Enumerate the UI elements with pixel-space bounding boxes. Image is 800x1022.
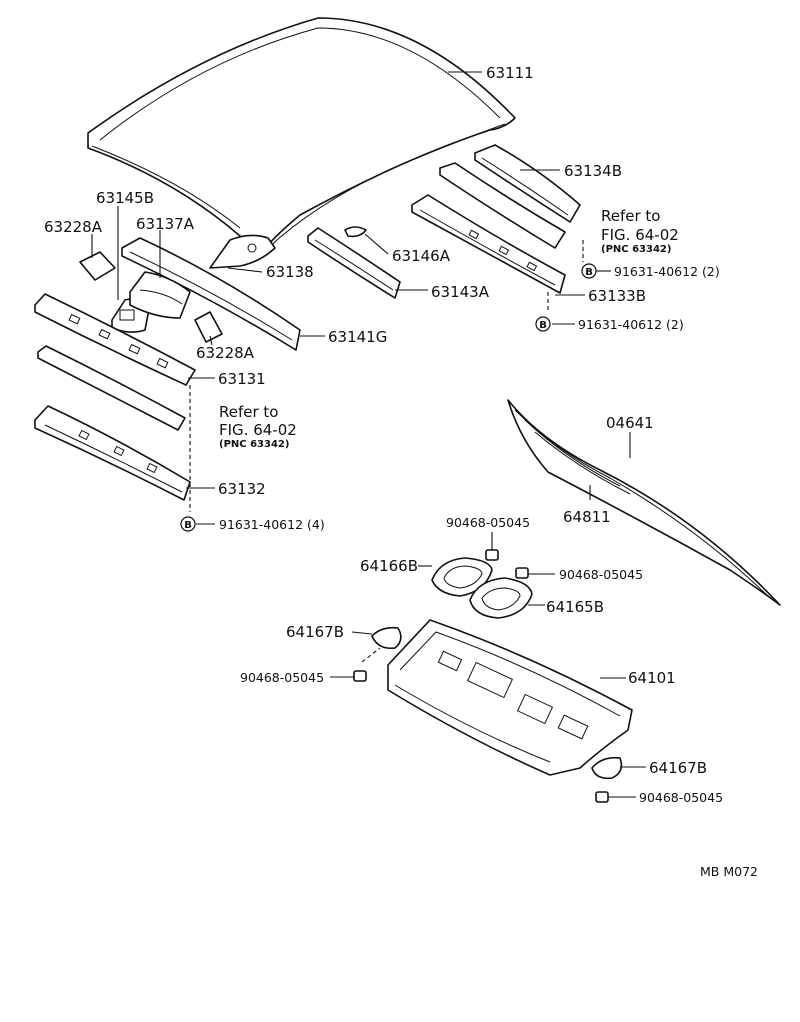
badge-b-lower: B [180,516,196,532]
label-refer-pnc-upper: (PNC 63342) [601,244,671,255]
package-tray [387,619,633,776]
label-64165b: 64165B [546,598,604,616]
label-63228a-left: 63228A [44,218,103,236]
figure-code: MB M072 [700,864,758,879]
svg-text:B: B [539,320,547,331]
label-clip-bottom: 90468-05045 [639,790,723,805]
front-inner-panel [34,405,191,501]
cover-64167b-right [591,756,623,780]
gusset-left [79,251,116,281]
clip-top [485,549,499,561]
label-64166b: 64166B [360,557,418,575]
label-bolt-upper-1: 91631-40612 (2) [614,264,720,279]
cover-64165b [469,577,533,619]
badge-b-upper-1: B [581,263,597,279]
cover-64166b [431,557,493,597]
label-64167b-right: 64167B [649,759,707,777]
label-63228a-right: 63228A [196,344,255,362]
bracket-63138 [209,234,276,269]
label-clip-top: 90468-05045 [446,515,530,530]
clip-left [353,670,367,682]
label-64167b-left: 64167B [286,623,344,641]
label-clip-mid: 90468-05045 [559,567,643,582]
label-63133b: 63133B [588,287,646,305]
label-refer-to-lower: Refer to [219,403,278,421]
header-reinforcement [37,345,186,431]
label-63111: 63111 [486,64,534,82]
label-clip-left: 90468-05045 [240,670,324,685]
label-bolt-lower: 91631-40612 (4) [219,517,325,532]
label-63134b: 63134B [564,162,622,180]
label-63143a: 63143A [431,283,490,301]
svg-text:B: B [585,267,593,278]
label-63131: 63131 [218,370,266,388]
rear-rail [411,194,566,294]
back-window [507,399,781,606]
bracket-63137a [129,271,191,319]
label-63132: 63132 [218,480,266,498]
roof-bow [307,227,401,299]
label-64811: 64811 [563,508,611,526]
leader-lines [91,71,646,798]
label-bolt-upper-2: 91631-40612 (2) [578,317,684,332]
clip-bottom [595,791,609,803]
label-63145b: 63145B [96,189,154,207]
gusset-right [194,311,223,343]
label-63146a: 63146A [392,247,451,265]
label-refer-fig-upper: FIG. 64-02 [601,226,679,244]
rear-inner-panel [439,144,581,249]
label-refer-fig-lower: FIG. 64-02 [219,421,297,439]
badge-b-upper-2: B [535,316,551,332]
label-63138: 63138 [266,263,314,281]
label-refer-to-upper: Refer to [601,207,660,225]
label-64101: 64101 [628,669,676,687]
label-refer-pnc-lower: (PNC 63342) [219,439,289,450]
svg-text:B: B [184,520,192,531]
brace-small [344,226,367,238]
clip-mid [515,567,529,579]
label-63137a: 63137A [136,215,195,233]
label-63141g: 63141G [328,328,387,346]
cover-64167b-left [371,626,402,650]
roof-panel [87,17,516,256]
label-04641: 04641 [606,414,654,432]
